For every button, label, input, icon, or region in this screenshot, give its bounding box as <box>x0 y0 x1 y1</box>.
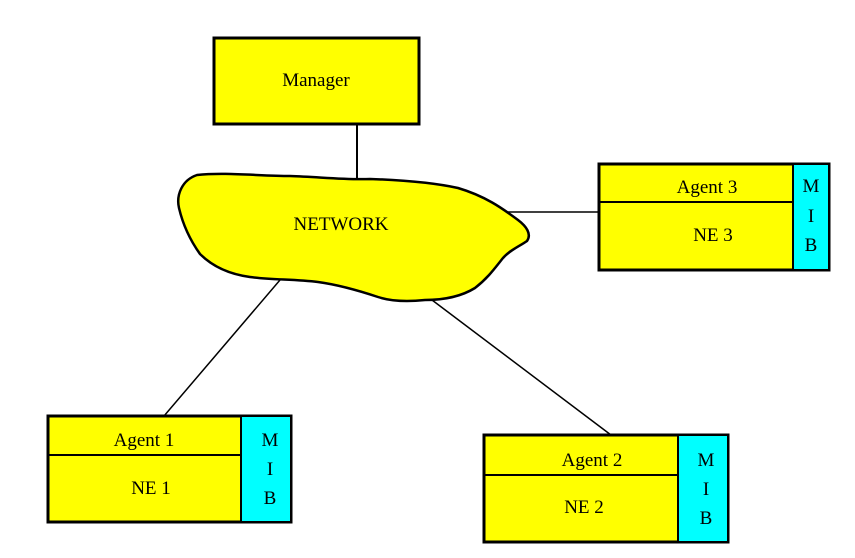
ne1-label: NE 1 <box>131 478 171 499</box>
network-label: NETWORK <box>294 214 389 235</box>
agent3-outer-box <box>597 162 831 272</box>
agent-node-1: Agent 1 NE 1 M I B <box>46 414 293 524</box>
manager-box <box>212 36 421 126</box>
agent-node-3: Agent 3 NE 3 M I B <box>597 162 831 272</box>
agent1-label: Agent 1 <box>114 430 175 451</box>
ne3-label: NE 3 <box>693 225 733 246</box>
agent3-mib-box <box>792 163 830 271</box>
network-cloud-shape <box>177 172 531 303</box>
agent1-mib-letter: B <box>264 488 277 509</box>
network-cloud: NETWORK <box>177 172 531 303</box>
agent2-mib-box <box>677 434 729 543</box>
agent3-mib-letter: B <box>805 235 818 256</box>
agent3-label: Agent 3 <box>677 177 738 198</box>
agent3-mib-letter: I <box>808 206 814 227</box>
agent2-label: Agent 2 <box>562 450 623 471</box>
agent2-mib-letter: M <box>698 450 715 471</box>
agent3-mib-letter: M <box>803 176 820 197</box>
manager-label: Manager <box>282 70 350 91</box>
agent2-mib-letter: B <box>700 508 713 529</box>
link-network-agent1 <box>163 279 281 417</box>
manager-node: Manager <box>212 36 421 126</box>
ne2-label: NE 2 <box>564 497 604 518</box>
agent1-mib-letter: I <box>267 459 273 480</box>
agent1-mib-box <box>240 415 292 523</box>
agent1-mib-letter: M <box>262 430 279 451</box>
link-network-agent2 <box>431 299 612 436</box>
agent2-mib-letter: I <box>703 479 709 500</box>
agent-node-2: Agent 2 NE 2 M I B <box>482 433 730 544</box>
